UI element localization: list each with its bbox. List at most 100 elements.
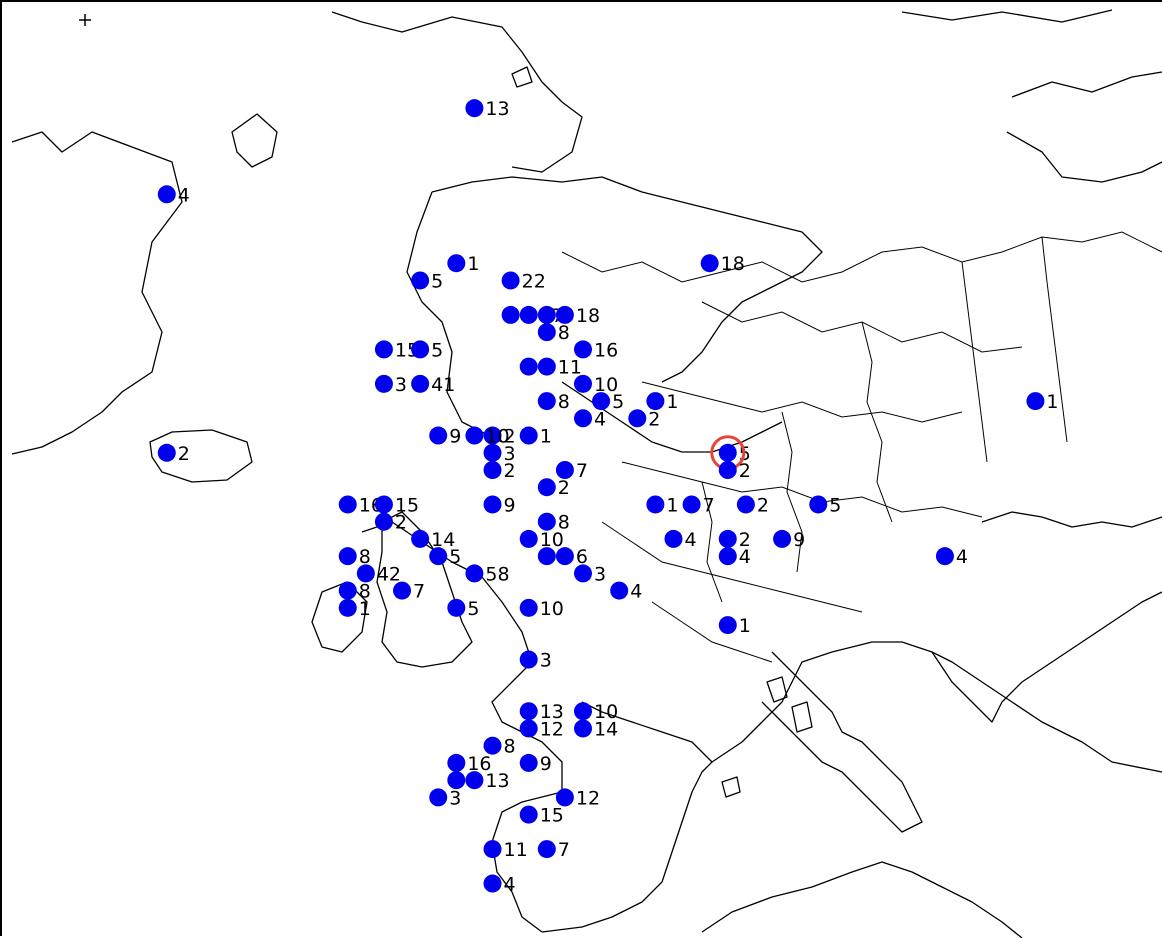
site-count-label: 12: [540, 718, 564, 740]
site-marker[interactable]: [664, 529, 683, 548]
site-marker[interactable]: [338, 581, 357, 600]
site-marker[interactable]: [501, 305, 520, 324]
site-marker[interactable]: [537, 392, 556, 411]
site-marker[interactable]: [411, 529, 430, 548]
site-marker[interactable]: [393, 581, 412, 600]
site-marker[interactable]: [447, 598, 466, 617]
site-marker[interactable]: [1026, 392, 1045, 411]
site-marker[interactable]: [374, 495, 393, 514]
site-marker[interactable]: [555, 547, 574, 566]
site-marker[interactable]: [592, 392, 611, 411]
site-marker[interactable]: [465, 426, 484, 445]
site-marker[interactable]: [574, 374, 592, 393]
site-marker[interactable]: [718, 529, 737, 548]
site-marker[interactable]: [338, 495, 357, 514]
site-marker[interactable]: [555, 461, 574, 479]
site-marker[interactable]: [374, 374, 393, 393]
site-marker[interactable]: [519, 305, 538, 324]
site-marker[interactable]: [411, 340, 430, 359]
site-marker[interactable]: [773, 529, 792, 548]
site-marker[interactable]: [429, 426, 448, 445]
site-marker[interactable]: [411, 271, 430, 290]
site-marker[interactable]: [519, 650, 538, 669]
site-marker[interactable]: [374, 340, 393, 359]
site-marker[interactable]: [646, 392, 665, 411]
site-count-label: 15: [540, 805, 564, 827]
site-marker[interactable]: [483, 426, 502, 445]
site-count-label: 11: [504, 839, 528, 861]
site-count-label: 16: [594, 339, 618, 361]
site-marker[interactable]: [465, 99, 484, 118]
site-marker[interactable]: [809, 495, 828, 514]
site-marker[interactable]: [519, 426, 538, 445]
site-marker[interactable]: [574, 702, 592, 721]
site-marker[interactable]: [700, 254, 719, 273]
site-marker[interactable]: [682, 495, 701, 514]
site-marker[interactable]: [574, 564, 592, 583]
site-marker[interactable]: [411, 374, 430, 393]
site-marker[interactable]: [519, 529, 538, 548]
site-marker[interactable]: [935, 547, 954, 566]
site-marker[interactable]: [718, 461, 737, 479]
site-marker[interactable]: [429, 547, 448, 566]
site-marker[interactable]: [519, 753, 538, 772]
site-marker[interactable]: [447, 254, 466, 273]
site-marker[interactable]: [447, 771, 466, 790]
site-marker[interactable]: [574, 340, 592, 359]
site-marker[interactable]: [537, 547, 556, 566]
site-count-label: 8: [359, 581, 371, 603]
site-marker[interactable]: [447, 753, 466, 772]
site-marker[interactable]: [537, 323, 556, 342]
site-marker[interactable]: [537, 305, 556, 324]
site-marker[interactable]: [429, 788, 448, 807]
site-count-label: 2: [395, 512, 407, 534]
site-marker[interactable]: [483, 461, 502, 479]
site-marker[interactable]: [628, 409, 647, 428]
site-marker[interactable]: [501, 271, 520, 290]
sites-layer[interactable]: 1341522183371188155169113411085142122110…: [157, 98, 1059, 896]
site-marker[interactable]: [338, 547, 357, 566]
site-marker[interactable]: [718, 616, 737, 635]
site-marker[interactable]: [483, 495, 502, 514]
site-marker[interactable]: [718, 443, 737, 462]
site-marker[interactable]: [465, 771, 484, 790]
site-marker[interactable]: [646, 495, 665, 514]
site-count-label: 13: [485, 770, 509, 792]
site-marker[interactable]: [574, 719, 592, 738]
site-marker[interactable]: [574, 409, 592, 428]
site-marker[interactable]: [519, 598, 538, 617]
site-marker[interactable]: [465, 564, 484, 583]
site-marker[interactable]: [610, 581, 629, 600]
site-count-label: 1: [467, 253, 479, 275]
site-marker[interactable]: [157, 443, 176, 462]
site-marker[interactable]: [519, 805, 538, 824]
site-marker[interactable]: [555, 305, 574, 324]
site-count-label: 2: [757, 494, 769, 516]
site-marker[interactable]: [519, 719, 538, 738]
site-marker[interactable]: [483, 443, 502, 462]
site-marker[interactable]: [718, 547, 737, 566]
site-count-label: 18: [721, 253, 745, 275]
site-count-label: 4: [594, 408, 606, 430]
site-marker[interactable]: [483, 874, 502, 893]
site-marker[interactable]: [356, 564, 375, 583]
site-marker[interactable]: [555, 788, 574, 807]
site-count-label: 2: [648, 408, 660, 430]
site-marker[interactable]: [519, 702, 538, 721]
site-marker[interactable]: [338, 598, 357, 617]
arctic-island-coast: [511, 66, 533, 88]
site-marker[interactable]: [537, 478, 556, 497]
site-marker[interactable]: [374, 512, 393, 531]
site-marker[interactable]: [537, 512, 556, 531]
site-marker[interactable]: [537, 357, 556, 376]
site-marker[interactable]: [736, 495, 755, 514]
site-marker[interactable]: [537, 840, 556, 859]
site-marker[interactable]: [483, 736, 502, 755]
site-count-label: 11: [558, 357, 582, 379]
novaya-zemlya-coast: [1006, 71, 1162, 183]
site-marker[interactable]: [519, 357, 538, 376]
site-marker[interactable]: [157, 185, 176, 204]
site-marker[interactable]: [483, 840, 502, 859]
